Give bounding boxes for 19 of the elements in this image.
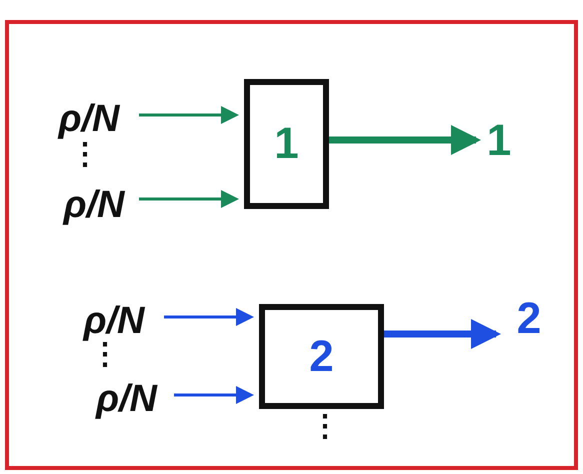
- output-label: 2: [504, 294, 554, 344]
- process-box: [259, 304, 384, 409]
- arrow: [329, 125, 481, 155]
- input-label: ρ/N: [79, 376, 174, 422]
- arrow: [174, 386, 254, 404]
- process-box: [244, 79, 329, 209]
- input-label: ρ/N: [49, 182, 139, 228]
- input-label: ρ/N: [39, 96, 139, 142]
- ellipsis-mark: ⋮: [90, 340, 120, 370]
- box-label: 2: [309, 332, 334, 382]
- outer-frame: [5, 20, 578, 470]
- box-label: 1: [274, 119, 299, 169]
- arrow: [139, 190, 239, 208]
- output-label: 1: [484, 116, 514, 166]
- arrow: [164, 308, 254, 326]
- arrow: [139, 106, 239, 124]
- arrow: [384, 319, 501, 349]
- ellipsis-mark: ⋮: [310, 412, 340, 442]
- ellipsis-mark: ⋮: [70, 140, 100, 170]
